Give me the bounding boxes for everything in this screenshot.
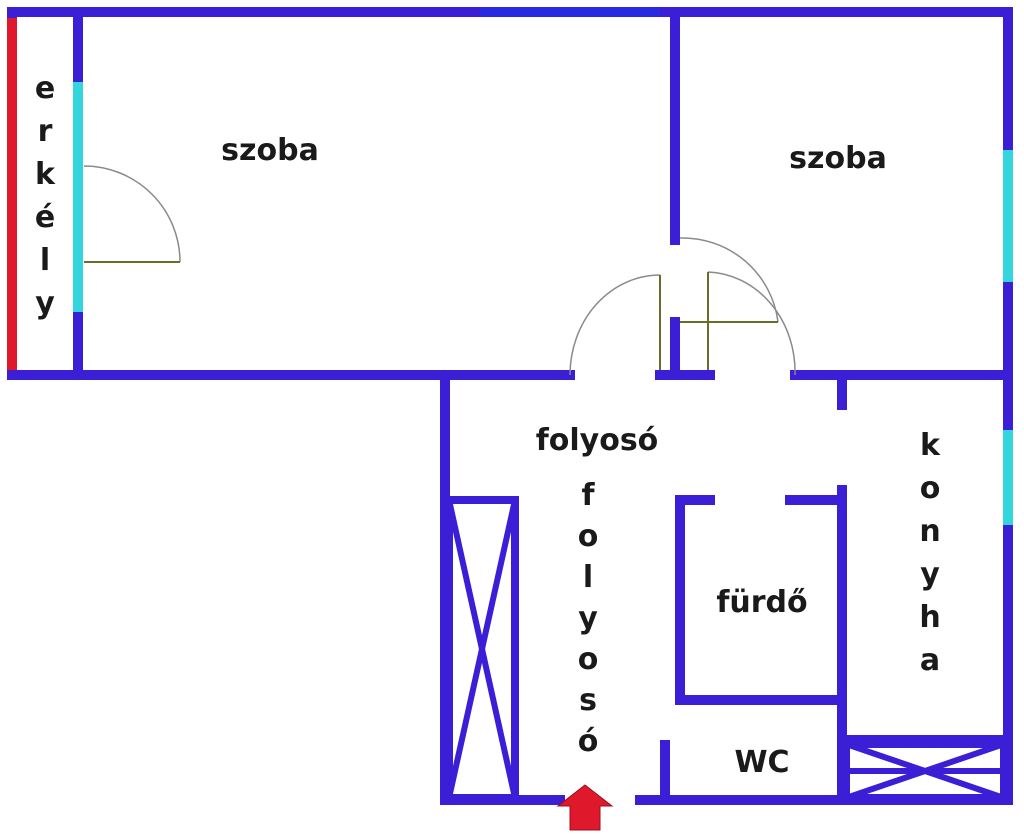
kitchen-letter: n — [919, 514, 940, 549]
kitchen-letter: o — [920, 471, 941, 506]
kitchen-letter: a — [920, 643, 940, 678]
walls — [7, 7, 1013, 805]
doors — [83, 165, 796, 376]
room-label-left: szoba — [221, 133, 319, 168]
balcony-letter: k — [35, 157, 56, 192]
corridor-vertical-label: folyosó — [578, 478, 599, 759]
room-label-right: szoba — [789, 141, 887, 176]
corridor-vertical-letter: ó — [578, 724, 599, 759]
kitchen-letter: y — [920, 557, 940, 592]
corridor-vertical-letter: o — [578, 642, 599, 677]
corridor-vertical-letter: y — [578, 601, 598, 636]
entrance-arrow-icon — [556, 784, 614, 831]
toilet-label: WC — [734, 745, 789, 780]
corridor-vertical-letter: s — [579, 683, 597, 718]
storage-cabinet-left — [445, 496, 519, 802]
balcony-letter: é — [35, 200, 55, 235]
kitchen-letter: h — [919, 600, 940, 635]
door-arc-room-left — [569, 274, 661, 376]
corridor-vertical-letter: f — [581, 478, 595, 513]
bathroom-label: fürdő — [716, 585, 807, 620]
kitchen-letter: k — [920, 428, 941, 463]
balcony-letter: l — [40, 243, 50, 278]
door-arc-balcony — [83, 165, 181, 263]
corridor-vertical-letter: l — [583, 560, 593, 595]
balcony-letter: e — [35, 71, 55, 106]
balcony-letter: y — [35, 286, 55, 321]
corridor-vertical-letter: o — [578, 519, 599, 554]
door-arc-corridor — [707, 271, 796, 376]
corridor-label: folyosó — [536, 423, 659, 458]
windows — [73, 7, 1013, 525]
storage-cabinet-kitchen — [842, 740, 1008, 802]
door-arc-room-right — [679, 237, 779, 323]
balcony-letter: r — [38, 114, 53, 149]
